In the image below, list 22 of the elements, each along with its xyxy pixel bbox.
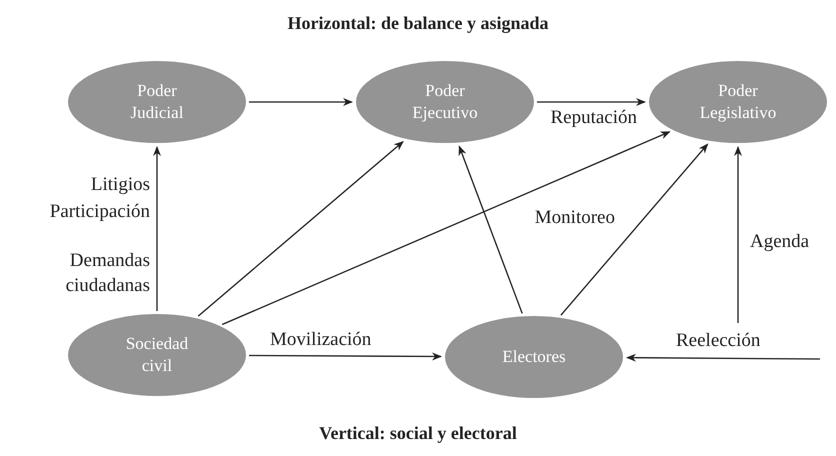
arrow xyxy=(249,352,442,360)
text-label: Participación xyxy=(48,200,150,224)
arrow xyxy=(560,143,708,316)
node-label: Poder Legislativo xyxy=(698,80,778,124)
arrow xyxy=(458,145,523,314)
text-label: Demandas ciudadanas xyxy=(64,249,150,298)
node-label: Electores xyxy=(502,346,566,368)
arrow xyxy=(626,354,820,362)
text-label: Monitoreo xyxy=(534,206,615,230)
node-label: Poder Judicial xyxy=(130,80,184,124)
text-label: Reputación xyxy=(549,106,637,130)
node-label: Sociedad civil xyxy=(124,333,190,377)
text-label: Litigios xyxy=(90,173,150,197)
arrow xyxy=(222,131,671,326)
arrow xyxy=(198,140,404,317)
arrow xyxy=(734,146,742,323)
node-label: Poder Ejecutivo xyxy=(411,80,479,124)
arrow xyxy=(153,146,161,311)
arrow xyxy=(249,98,353,106)
arrow xyxy=(537,98,646,106)
diagram-title: Horizontal: de balance y asignada xyxy=(286,12,550,35)
diagram-caption: Vertical: social y electoral xyxy=(318,422,518,445)
